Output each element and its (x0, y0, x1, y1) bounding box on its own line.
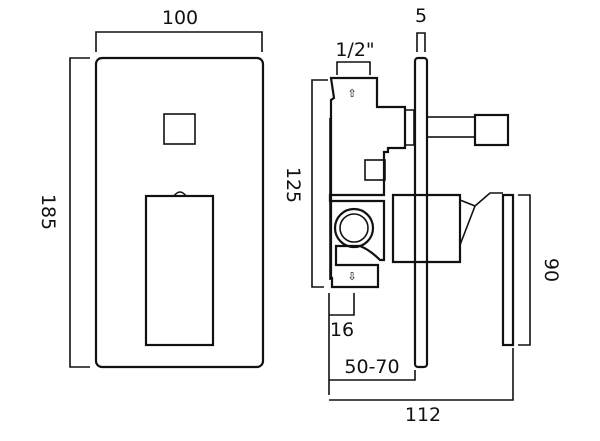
side-view: 5 1/2" 125 ⇧ ⇩ 90 16 50-70 112 (282, 5, 562, 426)
diverter-knob-side (473, 113, 510, 147)
mixer-lever (144, 194, 215, 347)
outlet-ring (333, 207, 375, 249)
lever-height-dimension (518, 194, 531, 346)
lever-arm (459, 199, 477, 246)
thread-fitting (404, 109, 415, 146)
total-depth-dimension (329, 348, 514, 401)
total-depth-label: 112 (405, 404, 441, 426)
min-depth-dimension (328, 293, 355, 395)
lever-arm-top (474, 192, 503, 207)
body-height-dimension (311, 79, 328, 288)
body-port (364, 159, 386, 181)
plate-thickness-dimension (416, 32, 426, 52)
plate-thickness-label: 5 (415, 5, 427, 27)
arrow-down-icon: ⇩ (347, 270, 356, 283)
connection-dimension (336, 61, 371, 75)
width-dimension-label: 100 (162, 7, 198, 29)
depth-range-dimension (329, 370, 416, 381)
diverter-stem (426, 116, 476, 138)
lever-notch (173, 191, 187, 197)
height-dimension-line (69, 57, 90, 368)
wall-plate-profile (413, 56, 429, 369)
width-dimension-line (95, 31, 263, 52)
cover-plate (94, 56, 265, 369)
valve-body (328, 76, 407, 289)
min-depth-label: 16 (330, 319, 354, 341)
height-dimension-label: 185 (37, 194, 59, 230)
outlet-ring-inner (339, 213, 369, 243)
lever-height-label: 90 (540, 258, 562, 282)
connection-size-label: 1/2" (335, 39, 374, 61)
diverter-knob (163, 113, 196, 145)
body-height-label: 125 (282, 167, 304, 203)
depth-range-label: 50-70 (344, 356, 399, 378)
lever-handle (501, 193, 515, 347)
lever-hub (391, 193, 462, 264)
front-view: 100 185 (37, 7, 265, 369)
arrow-up-icon: ⇧ (347, 87, 356, 100)
